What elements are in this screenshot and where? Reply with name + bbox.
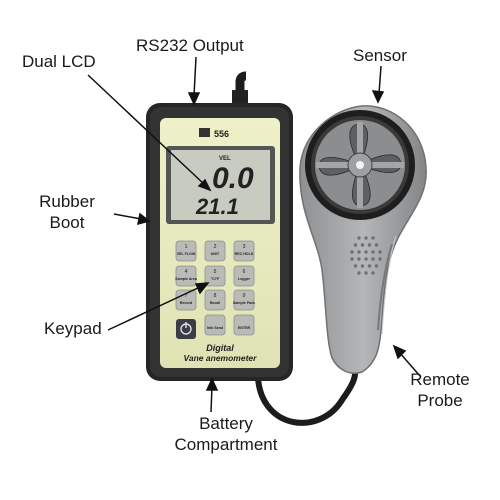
key-label: VEL FLOW — [177, 252, 196, 256]
probe-grip-dots — [350, 236, 382, 275]
grip-dot — [364, 271, 368, 275]
key-label: Info Send — [207, 326, 223, 330]
grip-dot — [357, 257, 361, 261]
label-dual-lcd: Dual LCD — [22, 52, 96, 71]
model-number: 556 — [214, 129, 229, 139]
grip-dot — [371, 271, 375, 275]
device-caption-line2: Vane anemometer — [184, 353, 258, 363]
key-label: °C/°F — [211, 277, 220, 281]
key-number: 3 — [243, 244, 246, 250]
label-rubber-boot-line2: Boot — [49, 213, 85, 232]
key-number: 6 — [243, 269, 246, 275]
label-remote-probe-line2: Probe — [417, 391, 463, 410]
lcd-screen — [171, 150, 270, 220]
label-battery-line1: Battery — [199, 414, 253, 433]
label-battery-line2: Compartment — [174, 435, 278, 454]
grip-dot — [371, 250, 375, 254]
grip-dot — [357, 250, 361, 254]
key-number: 4 — [185, 269, 188, 275]
grip-dot — [367, 264, 372, 268]
key-label: Sample Area — [175, 277, 198, 281]
probe-cable — [255, 367, 359, 426]
grip-dot — [374, 264, 379, 268]
grip-dot — [357, 236, 361, 240]
device-caption-line1: Digital — [206, 343, 234, 353]
grip-dot — [353, 264, 358, 268]
lcd-bottom-value: 21.1 — [195, 194, 239, 219]
rs232-cable — [235, 71, 247, 102]
grip-dot — [371, 257, 375, 261]
key-enter[interactable]: ENTER — [233, 314, 255, 336]
key-label: Record — [180, 301, 192, 305]
power-button[interactable] — [176, 319, 196, 339]
grip-dot — [378, 250, 382, 254]
grip-dot — [353, 243, 358, 247]
vane-sensor — [305, 110, 415, 220]
key-label: ENTER — [238, 326, 251, 330]
grip-dot — [350, 257, 354, 261]
key-5[interactable]: 5 °C/°F — [204, 265, 226, 287]
label-rubber-boot: Rubber Boot — [37, 191, 97, 233]
label-keypad: Keypad — [44, 319, 102, 338]
key-label: REC HOLD — [235, 252, 254, 256]
grip-dot — [360, 264, 365, 268]
key-label: Logger — [238, 277, 251, 281]
label-rubber-boot-line1: Rubber — [39, 192, 95, 211]
label-rs232-output: RS232 Output — [136, 36, 244, 55]
rs232-connector — [232, 90, 248, 104]
brand-logo — [199, 128, 210, 137]
label-sensor: Sensor — [353, 46, 407, 65]
grip-dot — [350, 250, 354, 254]
key-label: Sample Pack — [233, 301, 255, 305]
key-number: 9 — [243, 293, 246, 299]
key-label: Recall — [210, 301, 221, 305]
label-remote-probe: Remote Probe — [400, 369, 480, 411]
key-number: 8 — [214, 293, 217, 299]
grip-dot — [367, 243, 372, 247]
grip-dot — [360, 243, 365, 247]
grip-dot — [364, 236, 368, 240]
lcd-top-value: 0.0 — [212, 162, 254, 195]
grip-dot — [371, 236, 375, 240]
grip-dot — [364, 257, 368, 261]
key-number: 2 — [214, 244, 217, 250]
lcd-unit: VEL — [219, 156, 231, 162]
key-number: 5 — [214, 269, 217, 275]
grip-dot — [357, 271, 361, 275]
grip-dot — [374, 243, 379, 247]
grip-dot — [364, 250, 368, 254]
key-number: 7 — [185, 293, 188, 299]
key-label: UNIT — [211, 252, 220, 256]
label-battery-compartment: Battery Compartment — [170, 413, 282, 455]
grip-dot — [378, 257, 382, 261]
key-info-send[interactable]: Info Send — [204, 314, 226, 336]
callout-pointers — [87, 56, 421, 413]
key-number: 1 — [185, 244, 188, 250]
label-remote-probe-line1: Remote — [410, 370, 470, 389]
